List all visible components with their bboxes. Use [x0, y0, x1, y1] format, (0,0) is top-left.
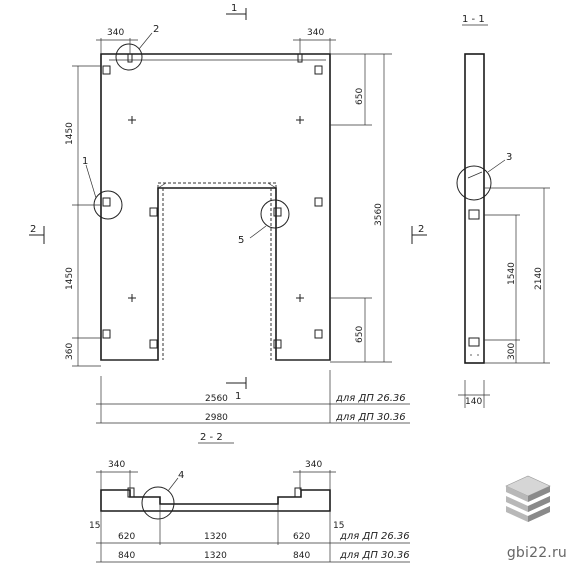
section-2-2-bottom-dimensions: 15 15 620 1320 620 840 1320 840 для ДП 2… [89, 511, 410, 563]
bottom-dimensions: 2560 2980 для ДП 26.36 для ДП 30.36 [96, 370, 410, 424]
opening-corner-lines [157, 182, 277, 189]
section-2-2-profile [100, 489, 331, 512]
opening-dashed-edge [157, 182, 277, 188]
svg-text:1320: 1320 [204, 551, 227, 561]
section-mark-top: 1 [226, 3, 247, 20]
section-1-1-title: 1 - 1 [462, 14, 485, 25]
opening-dashed-sides [162, 188, 272, 360]
embed-part [273, 339, 282, 349]
embed-part [314, 197, 323, 207]
embed-part [102, 65, 111, 75]
callout-1: 1 [82, 156, 123, 220]
logo-text[interactable]: gbi22.ru [506, 545, 567, 561]
callout-3: 3 [456, 152, 512, 201]
svg-text:для ДП 30.36: для ДП 30.36 [339, 550, 410, 561]
svg-text:5: 5 [238, 235, 244, 246]
section-mark-bottom: 1 [226, 377, 247, 402]
svg-text:650: 650 [355, 326, 365, 343]
svg-text:4: 4 [178, 470, 184, 481]
section-2-2-title: 2 - 2 [200, 432, 223, 443]
callout-2: 2 [115, 24, 159, 71]
embed-part [149, 207, 158, 217]
embed-part [149, 339, 158, 349]
lifting-loop [127, 54, 133, 63]
callout-4: 4 [141, 470, 184, 520]
svg-text:1: 1 [231, 3, 237, 14]
embed-part [314, 329, 323, 339]
svg-text:340: 340 [107, 28, 124, 38]
svg-text:1450: 1450 [65, 267, 75, 290]
gbi-logo-icon [505, 475, 551, 522]
svg-text:2980: 2980 [205, 413, 228, 423]
svg-text:для ДП 30.36: для ДП 30.36 [335, 412, 406, 423]
embedded-parts [102, 54, 323, 349]
svg-text:для ДП 26.36: для ДП 26.36 [335, 393, 406, 404]
svg-text:1: 1 [235, 391, 241, 402]
embed-part [273, 207, 282, 217]
left-dimensions: 1450 1450 360 [65, 65, 101, 367]
front-view: 1 2 5 340 340 1 1 2 [29, 3, 427, 424]
callout-5: 5 [238, 199, 290, 246]
svg-text:для ДП 26.36: для ДП 26.36 [339, 531, 410, 542]
top-dimensions: 340 340 [96, 28, 336, 54]
svg-text:2: 2 [153, 24, 159, 35]
svg-text:650: 650 [355, 88, 365, 105]
right-dimensions: 650 3560 650 [330, 53, 392, 363]
svg-text:1: 1 [82, 156, 88, 167]
svg-text:2140: 2140 [534, 267, 544, 290]
svg-text:2560: 2560 [205, 394, 228, 404]
section-1-1: 1 - 1 3 1540 2140 300 140 [456, 14, 550, 408]
embed-part [102, 329, 111, 339]
svg-text:1540: 1540 [507, 262, 517, 285]
svg-text:340: 340 [108, 460, 125, 470]
lifting-loop [297, 54, 303, 63]
embed-part [468, 337, 480, 347]
svg-text:620: 620 [118, 532, 135, 542]
plus-markers [128, 116, 304, 302]
embed-part [127, 487, 135, 498]
svg-text:340: 340 [305, 460, 322, 470]
svg-text:340: 340 [307, 28, 324, 38]
section-mark-left: 2 [29, 224, 45, 244]
section-1-1-dimensions: 1540 2140 300 140 [458, 187, 550, 408]
svg-text:620: 620 [293, 532, 310, 542]
svg-text:1320: 1320 [204, 532, 227, 542]
svg-text:300: 300 [507, 343, 517, 360]
svg-text:15: 15 [333, 521, 344, 531]
embed-part [468, 209, 480, 220]
embed-part [294, 487, 302, 498]
svg-text:3560: 3560 [374, 203, 384, 226]
svg-text:2: 2 [30, 224, 36, 235]
svg-text:2: 2 [418, 224, 424, 235]
svg-text:1450: 1450 [65, 122, 75, 145]
svg-text:15: 15 [89, 521, 100, 531]
svg-text:3: 3 [506, 152, 512, 163]
section-2-2-top-dimensions: 340 340 [96, 460, 336, 490]
svg-text:840: 840 [293, 551, 310, 561]
svg-text:360: 360 [65, 343, 75, 360]
svg-text:840: 840 [118, 551, 135, 561]
section-mark-right: 2 [411, 224, 427, 244]
embed-part [314, 65, 323, 75]
section-1-1-profile [464, 53, 485, 364]
svg-text:140: 140 [465, 397, 482, 407]
panel-outline [100, 53, 331, 361]
embed-part [102, 197, 111, 207]
section-2-2: 2 - 2 4 340 340 15 15 620 1320 620 [89, 432, 410, 563]
